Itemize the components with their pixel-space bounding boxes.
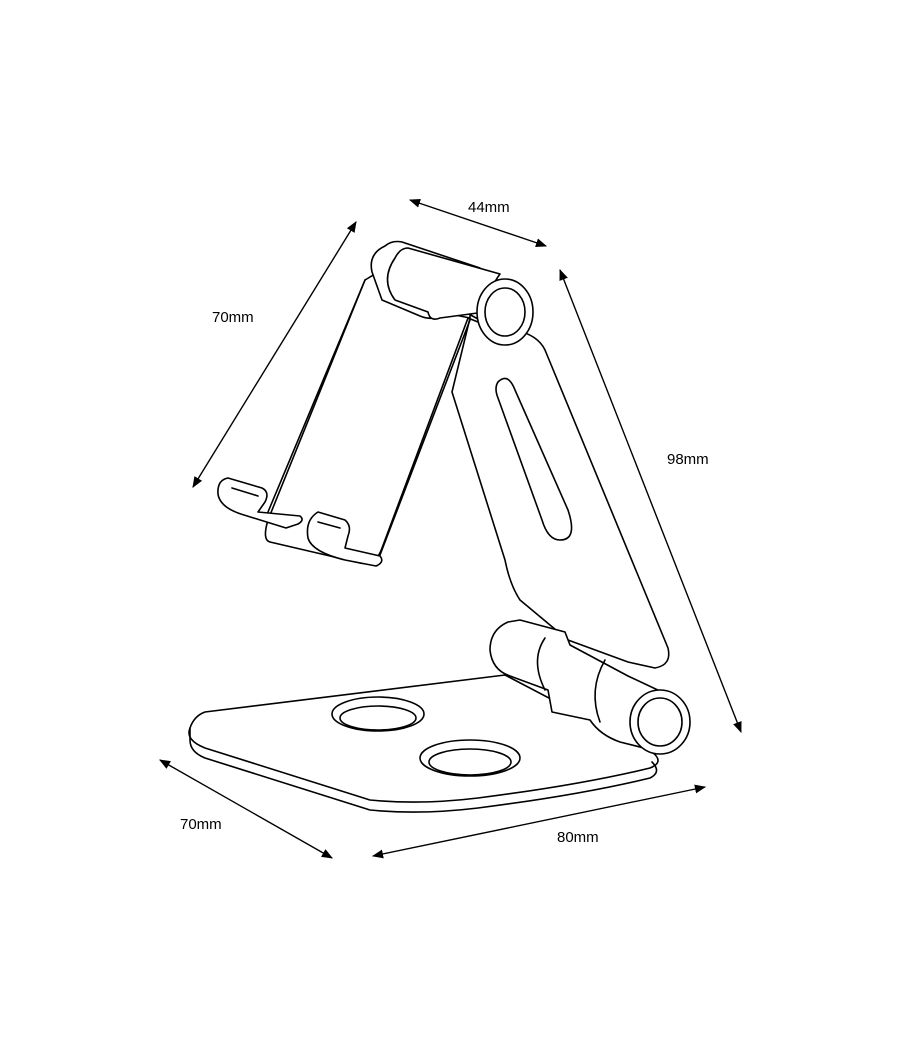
dimension-top-width: 44mm — [408, 198, 548, 248]
dimension-base-depth: 70mm — [159, 759, 333, 859]
dimension-upper-arm: 70mm — [192, 221, 357, 488]
dimension-height: 98mm — [559, 268, 742, 734]
base-hole-back — [331, 696, 425, 732]
dimension-label-height: 98mm — [667, 451, 709, 468]
dimension-label-upper-arm: 70mm — [212, 309, 254, 326]
dimension-label-base-width: 80mm — [557, 829, 599, 846]
dimension-base-width: 80mm — [371, 784, 707, 859]
phone-hook-left — [217, 477, 303, 529]
dimension-label-base-depth: 70mm — [180, 816, 222, 833]
top-hinge — [370, 240, 534, 346]
base-hole-front — [419, 739, 521, 777]
lower-arm — [451, 317, 670, 669]
dimension-label-top-width: 44mm — [468, 199, 510, 216]
phone-hook-right — [306, 511, 383, 567]
